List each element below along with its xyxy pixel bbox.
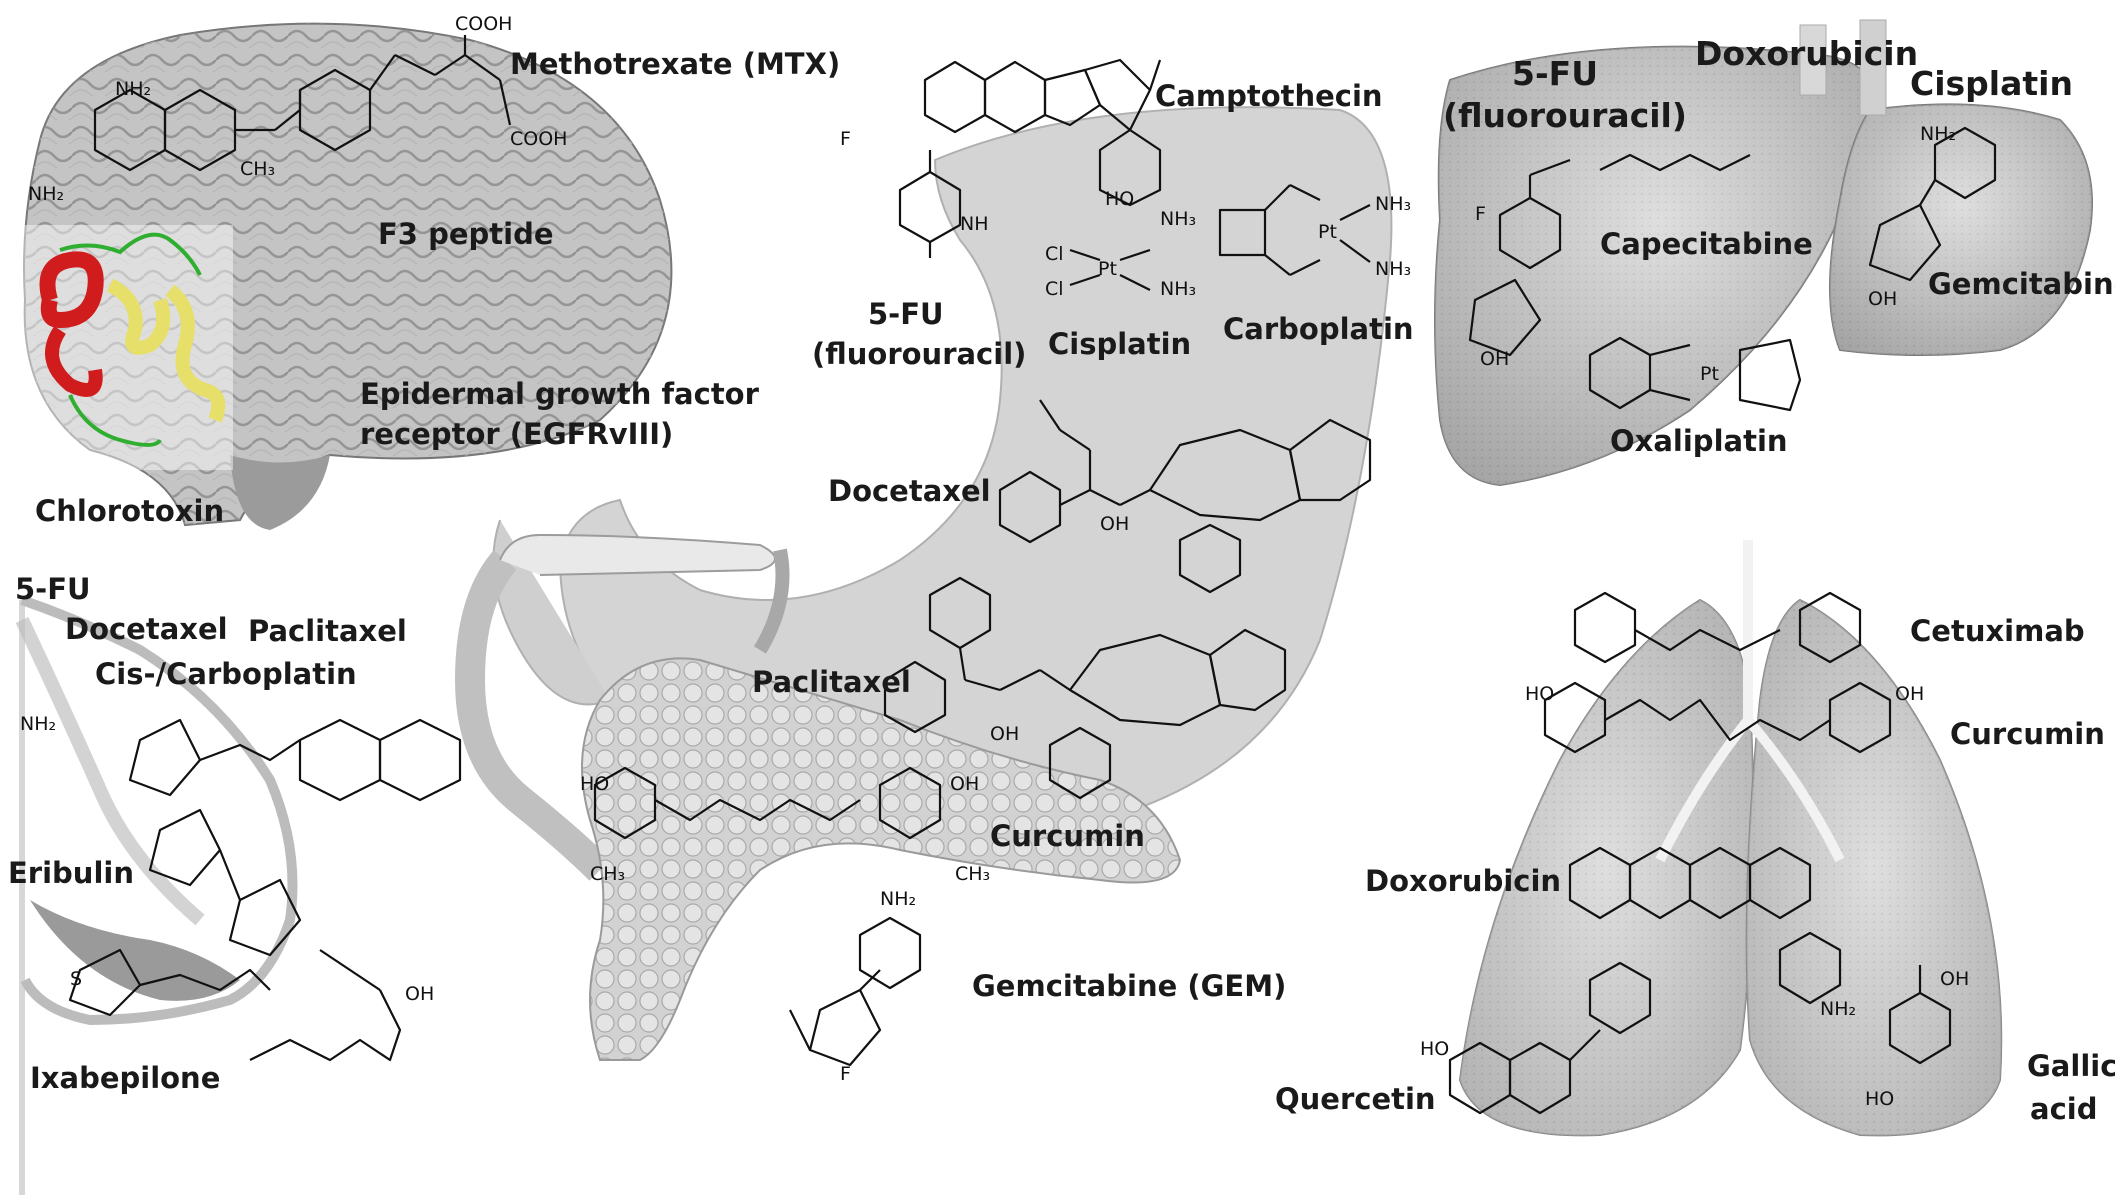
molecule-5fu-stomach [898,150,962,258]
atom-och3-curc-1: CH₃ [590,863,625,885]
label-chlorotoxin: Chlorotoxin [35,494,225,528]
atom-ho-curc: HO [580,773,609,795]
atom-oh-cape: OH [1480,348,1509,370]
label-quercetin: Quercetin [1275,1082,1436,1116]
label-acid: acid [2030,1092,2098,1126]
label-doxorubicin-lung: Doxorubicin [1365,864,1562,898]
molecule-eribulin [128,718,462,957]
pancreas [499,533,1182,1061]
brain [18,22,673,530]
atom-cl-2: Cl [1045,278,1064,300]
chlorotoxin-structure [39,232,226,447]
molecule-gemcitabine-liver [1868,126,1997,282]
atom-och3-curc-2: CH₃ [955,863,990,885]
label-cisplatin-liver: Cisplatin [1910,64,2073,103]
label-cis-carboplatin: Cis-/Carboplatin [95,657,357,691]
label-egfr-line2: receptor (EGFRvIII) [360,417,674,451]
molecule-cetuximab [1573,591,1862,664]
label-doxorubicin-liver: Doxorubicin [1695,34,1919,73]
molecule-cisplatin-stomach [1069,248,1151,291]
atom-h2n-eri: NH₂ [20,713,56,735]
atom-ho-campto: HO [1105,188,1134,210]
atom-oh-curclung: OH [1895,683,1924,705]
atom-labels: NH₂ NH₂ COOH COOH CH₃ F NH NH₃ NH₃ Cl Cl… [20,13,1969,1110]
label-f3-peptide: F3 peptide [378,217,554,251]
molecule-quercetin [1448,961,1652,1115]
label-docetaxel-stomach: Docetaxel [828,474,991,508]
label-curcumin-lung: Curcumin [1950,717,2105,751]
label-gallic: Gallic [2027,1049,2115,1083]
atom-cooh-top: COOH [455,13,512,35]
molecule-paclitaxel [883,576,1287,800]
molecule-oxaliplatin [1588,336,1802,412]
label-cisplatin-stomach: Cisplatin [1048,327,1192,361]
molecule-ixabepilone [68,948,402,1062]
liver [1434,19,2093,487]
molecule-curcumin-stomach [593,766,942,840]
molecule-camptothecin [923,58,1162,207]
atom-pt-oxa: Pt [1700,363,1719,385]
atom-oh-ixa: OH [405,983,434,1005]
atom-s-ixa: S [70,968,82,990]
molecule-gemcitabine-stomach [789,916,922,1067]
label-docetaxel-breast: Docetaxel [65,612,228,646]
atom-ch3-mtx: CH₃ [240,158,275,180]
molecule-docetaxel [998,399,1372,594]
atom-nh3-cis-1: NH₃ [1160,208,1196,230]
label-egfr-line1: Epidermal growth factor [360,377,759,411]
label-carboplatin: Carboplatin [1223,312,1414,346]
molecule-carboplatin [1218,184,1371,276]
label-oxaliplatin: Oxaliplatin [1610,424,1788,458]
atom-pt-carbo: Pt [1318,221,1337,243]
atom-f-5fu: F [840,128,851,150]
atom-nh-5fu: NH [960,213,989,235]
atom-ho-curclung: HO [1525,683,1554,705]
atom-nh3-carbo-1: NH₃ [1375,193,1411,215]
atom-ho-querc: HO [1420,1038,1449,1060]
atom-oh-doce: OH [1100,513,1129,535]
atom-nh2-gemliver: NH₂ [1920,123,1956,145]
atom-ho-gallic: HO [1865,1088,1894,1110]
label-paclitaxel-breast: Paclitaxel [248,614,407,648]
label-paclitaxel-stomach: Paclitaxel [752,665,911,699]
molecule-methotrexate [93,35,512,172]
molecule-gallic-acid [1888,965,1952,1065]
molecule-curcumin-lung [1543,681,1892,754]
label-methotrexate: Methotrexate (MTX) [510,47,841,81]
label-gemcitabine-gem: Gemcitabine (GEM) [972,969,1287,1003]
atom-nh2-dox: NH₂ [1820,998,1856,1020]
atom-oh-curc: OH [950,773,979,795]
atom-cooh-bottom: COOH [510,128,567,150]
atom-nh3-cis-2: NH₃ [1160,278,1196,300]
label-eribulin: Eribulin [8,856,134,890]
atom-oh-gemliver: OH [1868,288,1897,310]
label-camptothecin: Camptothecin [1155,79,1383,113]
label-capecitabine: Capecitabine [1600,227,1813,261]
label-5fu-liver: 5-FU [1512,54,1598,93]
atom-pt-cis: Pt [1098,258,1117,280]
atom-nh3-carbo-2: NH₃ [1375,258,1411,280]
atom-f-cape: F [1475,203,1486,225]
label-fluorouracil-liver: (fluorouracil) [1443,96,1687,135]
atom-f-gem: F [840,1063,851,1085]
atom-oh-pacli: OH [990,723,1019,745]
atom-h2n: NH₂ [28,183,64,205]
label-5fu-stomach: 5-FU [868,297,944,331]
atom-oh-gallic: OH [1940,968,1969,990]
breast-sketch [15,595,298,1195]
molecule-capecitabine [1468,153,1751,357]
label-ixabepilone: Ixabepilone [30,1061,221,1095]
atom-nh2: NH₂ [115,78,151,100]
atom-cl-1: Cl [1045,243,1064,265]
molecule-doxorubicin-lung [1568,846,1842,1005]
label-fluorouracil-stomach: (fluorouracil) [812,337,1027,371]
atom-nh2-gem: NH₂ [880,888,916,910]
label-cetuximab: Cetuximab [1910,614,2085,648]
label-5fu-breast: 5-FU [15,572,91,606]
label-gemcitabine-liver: Gemcitabine [1928,267,2115,301]
label-curcumin-stomach: Curcumin [990,819,1145,853]
